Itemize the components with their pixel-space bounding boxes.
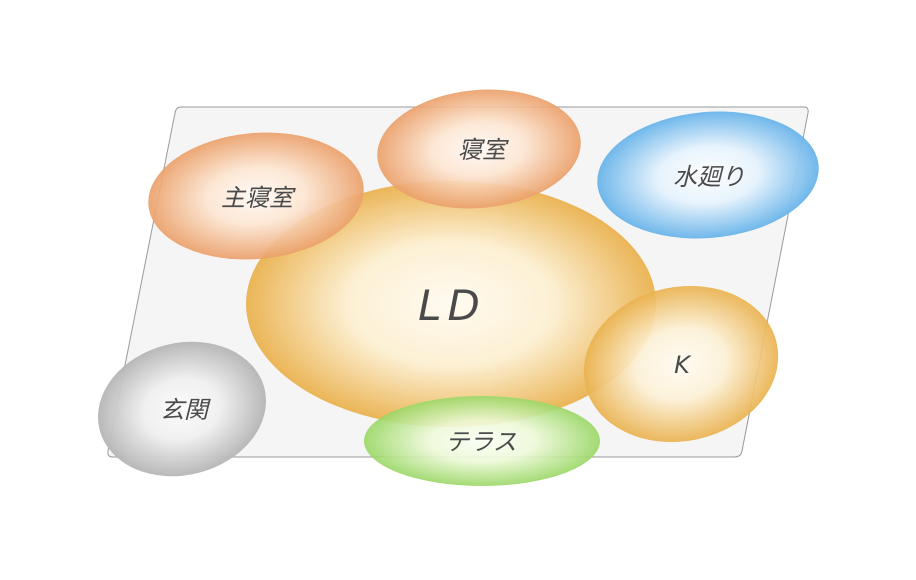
label-kitchen: K xyxy=(674,351,692,379)
room-ld xyxy=(246,181,656,427)
label-master-bedroom: 主寝室 xyxy=(221,184,296,212)
room-entrance xyxy=(97,341,267,477)
label-terrace: テラス xyxy=(445,428,517,456)
room-bedroom xyxy=(377,89,581,209)
room-master-bedroom xyxy=(148,132,364,260)
room-kitchen xyxy=(583,285,779,443)
label-bedroom: 寝室 xyxy=(458,136,509,164)
label-entrance: 玄関 xyxy=(160,396,211,424)
room-terrace xyxy=(364,396,600,486)
label-water-area: 水廻り xyxy=(673,163,745,191)
label-ld: LD xyxy=(418,281,486,330)
room-water-area xyxy=(597,111,819,239)
